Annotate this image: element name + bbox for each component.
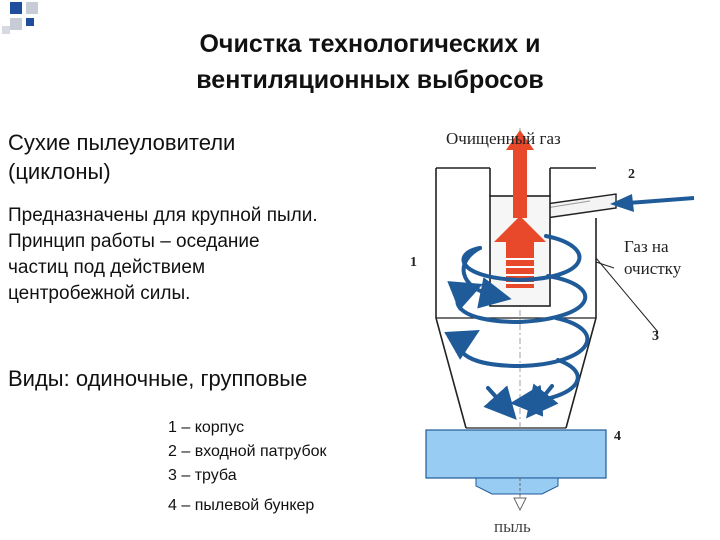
description-text: Предназначены для крупной пыли. Принцип … bbox=[8, 203, 408, 307]
label-number-3: 3 bbox=[652, 329, 659, 344]
legend-item-3: 3 – труба bbox=[168, 467, 237, 484]
dust-hopper bbox=[425, 429, 607, 512]
section-heading: Сухие пылеуловители (циклоны) bbox=[8, 128, 398, 186]
label-number-2: 2 bbox=[628, 167, 635, 182]
slide-title: Очистка технологических и вентиляционных… bbox=[120, 26, 620, 98]
inlet-gas-arrow bbox=[610, 194, 695, 212]
legend-item-2: 2 – входной патрубок bbox=[168, 443, 327, 460]
types-text: Виды: одиночные, групповые bbox=[8, 366, 308, 391]
description-line-4: центробежной силы. bbox=[8, 283, 191, 304]
clean-gas-label: Очищенный газ bbox=[446, 129, 561, 148]
heading-line-2: (циклоны) bbox=[8, 159, 111, 184]
description-line-3: частиц под действием bbox=[8, 257, 206, 278]
dust-label: пыль bbox=[494, 517, 531, 536]
label-number-1: 1 bbox=[410, 255, 417, 270]
description-line-1: Предназначены для крупной пыли. bbox=[8, 205, 318, 226]
heading-line-1: Сухие пылеуловители bbox=[8, 130, 236, 155]
corner-decoration bbox=[2, 2, 38, 34]
legend-item-4: 4 – пылевой бункер bbox=[168, 497, 315, 514]
title-line-1: Очистка технологических и bbox=[199, 30, 541, 58]
label-number-4: 4 bbox=[614, 429, 621, 444]
legend-item-1: 1 – корпус bbox=[168, 419, 245, 436]
swirl-arrows bbox=[444, 234, 590, 420]
inlet-pipe bbox=[545, 193, 617, 219]
title-line-2: вентиляционных выбросов bbox=[196, 66, 544, 94]
parts-legend: 1 – корпус 2 – входной патрубок 3 – труб… bbox=[168, 416, 398, 518]
cyclone-diagram: Очищенный газ 2 Газ на очистку 1 3 4 пыл… bbox=[410, 128, 695, 536]
cyclone-body bbox=[435, 128, 597, 508]
description-line-2: Принцип работы – оседание bbox=[8, 231, 260, 252]
gas-in-label-line-1: Газ на bbox=[624, 237, 669, 256]
leader-line-3 bbox=[595, 257, 659, 333]
leader-line-3b bbox=[595, 261, 615, 269]
gas-in-label-line-2: очистку bbox=[624, 259, 682, 278]
